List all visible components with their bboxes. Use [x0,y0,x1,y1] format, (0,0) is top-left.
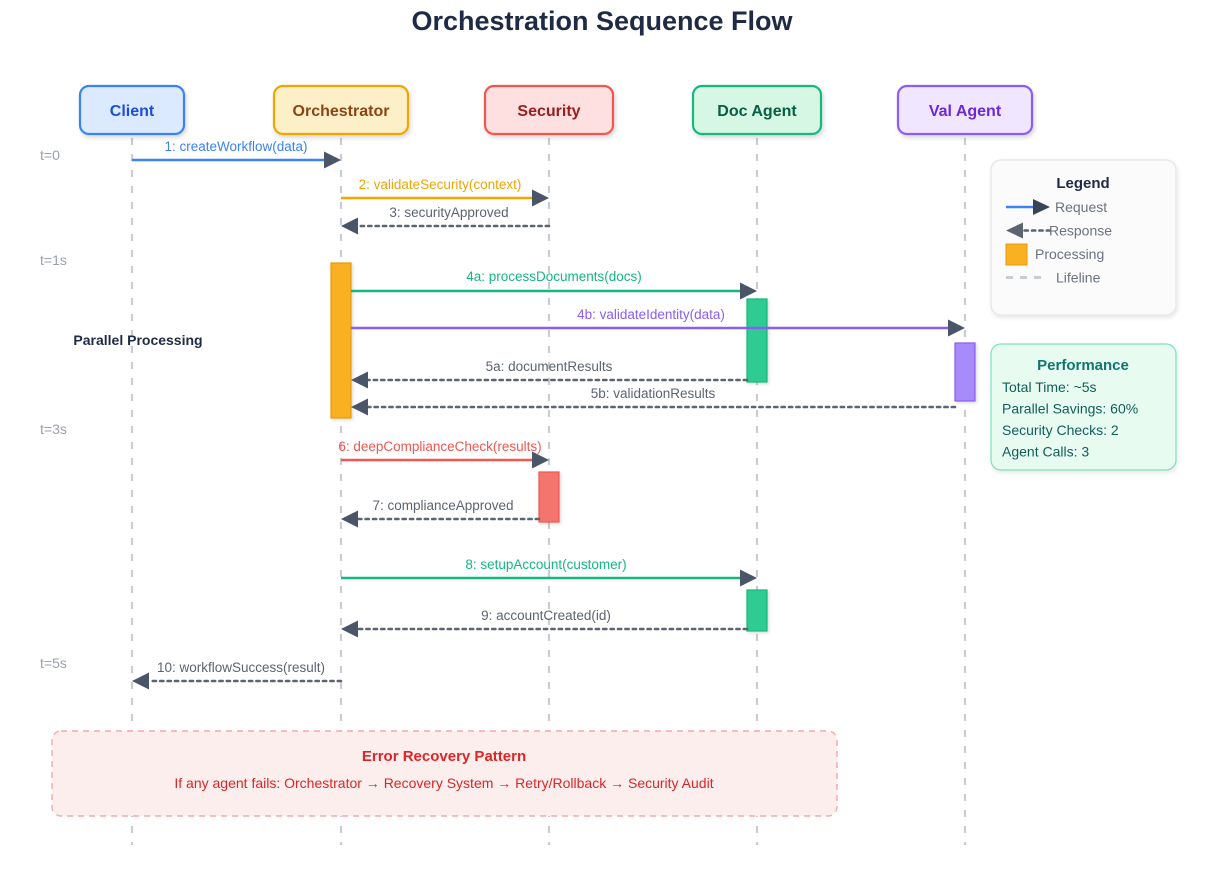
participant-box-security[interactable] [483,84,615,136]
message-3: 3: securityApproved [341,205,551,235]
message-label-4a: 4a: processDocuments(docs) [466,269,642,284]
activation-bar-orchestrator-0 [330,262,352,419]
message-2: 2: validateSecurity(context) [341,177,549,207]
message-label-3: 3: securityApproved [389,205,508,220]
legend-title: Legend [1056,175,1109,192]
error-recovery-note: Error Recovery Pattern If any agent fail… [51,730,838,817]
message-10: 10: workflowSuccess(result) [132,660,343,690]
message-7: 7: complianceApproved [341,498,541,528]
participant-label-client: Client [110,103,155,120]
message-arrowhead-5a [351,371,368,389]
participant-val-agent[interactable]: Val Agent [896,84,1034,136]
participant-client[interactable]: Client [78,84,186,136]
message-label-8: 8: setupAccount(customer) [465,557,626,572]
participant-box-doc-agent[interactable] [691,84,823,136]
message-4b: 4b: validateIdentity(data) [351,307,965,337]
participants-group: Client Orchestrator Security Doc Agent Val A… [78,84,1034,136]
message-5a: 5a: documentResults [351,359,749,389]
participant-label-val-agent: Val Agent [929,103,1002,120]
message-1: 1: createWorkflow(data) [132,139,341,169]
section-labels-group: Parallel Processing [73,332,202,348]
participant-label-orchestrator: Orchestrator [293,103,390,120]
performance-title: Performance [1037,357,1129,374]
message-arrowhead-4b [948,319,965,337]
message-arrowhead-6 [532,451,549,469]
message-label-10: 10: workflowSuccess(result) [157,660,325,675]
time-marker-2: t=3s [40,421,67,437]
time-marker-0: t=0 [40,147,60,163]
legend-item-processing: Processing [1005,243,1104,266]
message-label-4b: 4b: validateIdentity(data) [577,307,725,322]
legend-request-arrow-icon [1033,199,1050,215]
performance-line-3: Agent Calls: 3 [1002,444,1089,460]
message-4a: 4a: processDocuments(docs) [351,269,757,300]
message-9: 9: accountCreated(id) [341,608,749,638]
message-label-7: 7: complianceApproved [372,498,513,513]
section-label-0: Parallel Processing [73,332,202,348]
participant-label-doc-agent: Doc Agent [717,103,797,120]
message-label-5a: 5a: documentResults [486,359,613,374]
legend-response-arrow-icon [1006,222,1023,239]
participant-doc-agent[interactable]: Doc Agent [691,84,823,136]
message-5b: 5b: validationResults [351,386,957,416]
legend-item-label-1: Response [1049,223,1112,239]
activation-bar-doc-agent-1 [746,298,768,383]
legend-item-label-0: Request [1055,199,1107,215]
messages-group: 1: createWorkflow(data) 2: validateSecuri… [132,139,965,690]
message-label-1: 1: createWorkflow(data) [164,139,307,154]
message-arrowhead-10 [132,672,149,690]
performance-background [990,343,1177,471]
message-8: 8: setupAccount(customer) [341,557,757,587]
error-note-title: Error Recovery Pattern [362,748,526,765]
time-markers-group: t=0 t=1s t=3s t=5s [40,147,67,671]
message-arrowhead-3 [341,217,358,235]
message-arrowhead-9 [341,620,358,638]
page-title: Orchestration Sequence Flow [411,6,793,36]
participant-label-security: Security [517,103,580,120]
activation-bar-doc-agent-4 [746,589,768,632]
error-note-background [51,730,838,817]
message-arrowhead-1 [324,151,341,169]
participant-box-orchestrator[interactable] [272,84,410,136]
time-marker-3: t=5s [40,655,67,671]
participant-orchestrator[interactable]: Orchestrator [272,84,410,136]
activation-bar-security-3 [538,471,560,523]
message-label-9: 9: accountCreated(id) [481,608,611,623]
time-marker-1: t=1s [40,252,67,268]
legend-item-lifeline: Lifeline [1006,270,1101,286]
performance-line-1: Parallel Savings: 60% [1002,401,1138,417]
message-6: 6: deepComplianceCheck(results) [338,439,549,469]
activation-bars-group [330,262,976,632]
participant-security[interactable]: Security [483,84,615,136]
performance-line-0: Total Time: ~5s [1002,379,1097,395]
message-label-5b: 5b: validationResults [591,386,716,401]
message-arrowhead-7 [341,510,358,528]
message-label-2: 2: validateSecurity(context) [359,177,522,192]
message-arrowhead-5b [351,398,368,416]
legend-processing-swatch-icon [1005,243,1028,266]
error-note-body: If any agent fails: Orchestrator → Recov… [174,775,713,791]
legend-item-label-2: Processing [1035,246,1104,262]
legend-item-request: Request [1006,199,1107,215]
message-arrowhead-8 [740,569,757,587]
legend-item-response: Response [1006,222,1112,239]
performance-line-2: Security Checks: 2 [1002,422,1119,438]
message-arrowhead-4a [740,282,757,300]
participant-box-client[interactable] [78,84,186,136]
message-label-6: 6: deepComplianceCheck(results) [338,439,541,454]
legend-item-label-3: Lifeline [1056,270,1101,286]
activation-bar-val-agent-2 [954,342,976,402]
participant-box-val-agent[interactable] [896,84,1034,136]
message-arrowhead-2 [532,189,549,207]
